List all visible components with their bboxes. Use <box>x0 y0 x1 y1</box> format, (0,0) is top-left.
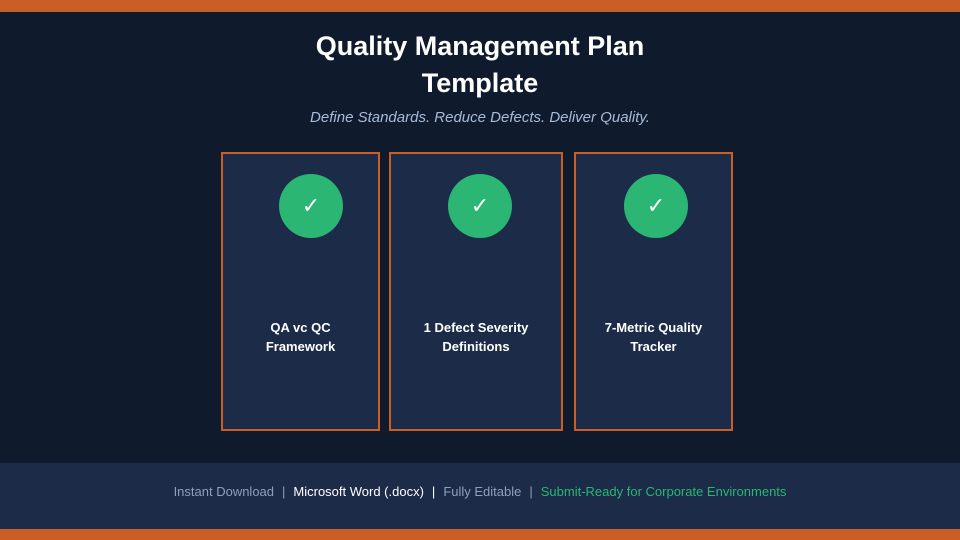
title-line-1: Quality Management Plan <box>315 31 645 61</box>
footer-separator: | <box>282 484 286 499</box>
card-label: 1 Defect Severity Definitions <box>391 318 561 356</box>
card-label-line-2: Framework <box>265 339 336 354</box>
card-label: 7-Metric Quality Tracker <box>576 318 731 356</box>
card-label-line-1: 1 Defect Severity <box>423 320 529 335</box>
card-label-line-2: Definitions <box>442 339 510 354</box>
feature-card-qa-qc: ✓ QA vc QC Framework <box>221 152 380 431</box>
footer-item-instant-download: Instant Download <box>173 484 275 499</box>
feature-card-defect-severity: ✓ 1 Defect Severity Definitions <box>389 152 563 431</box>
footer-item-file-format: Microsoft Word (.docx) <box>293 484 424 499</box>
card-label-line-1: 7-Metric Quality <box>604 320 703 335</box>
footer-separator: | <box>529 484 533 499</box>
card-label: QA vc QC Framework <box>223 318 378 356</box>
footer-separator: | <box>431 484 436 499</box>
checkmark-icon: ✓ <box>624 174 688 238</box>
footer-band: Instant Download | Microsoft Word (.docx) |… <box>0 463 960 529</box>
footer-item-submit-ready: Submit-Ready for Corporate Environments <box>540 484 787 499</box>
top-accent-bar <box>0 0 960 12</box>
title-line-2: Template <box>421 68 539 98</box>
page-title: Quality Management Plan Template <box>0 28 960 102</box>
footer-item-editable: Fully Editable <box>443 484 522 499</box>
footer-features: Instant Download | Microsoft Word (.docx) |… <box>0 482 960 502</box>
checkmark-icon: ✓ <box>448 174 512 238</box>
checkmark-icon: ✓ <box>279 174 343 238</box>
card-label-line-2: Tracker <box>630 339 677 354</box>
bottom-accent-bar <box>0 529 960 540</box>
page-subtitle: Define Standards. Reduce Defects. Delive… <box>310 109 650 126</box>
feature-card-quality-tracker: ✓ 7-Metric Quality Tracker <box>574 152 733 431</box>
card-label-line-1: QA vc QC <box>270 320 331 335</box>
